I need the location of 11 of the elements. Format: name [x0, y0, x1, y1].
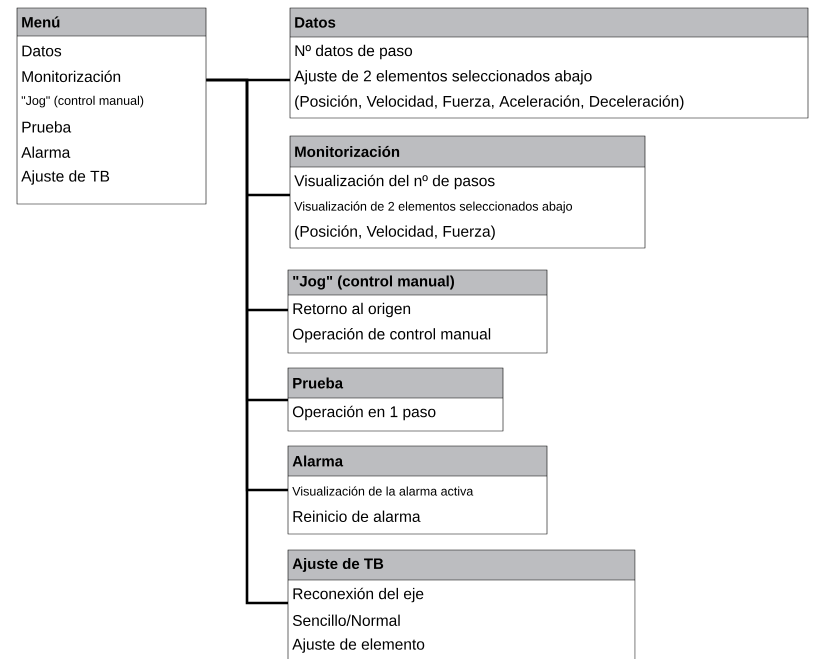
menu-box: Prueba Operación en 1 paso	[288, 368, 504, 432]
node-label: Ajuste de elemento	[292, 638, 424, 653]
node-label: Sencillo/Normal	[292, 614, 400, 626]
menu-box: Datos Nº datos de paso Ajuste de 2 elementos seleccionados abajo (Posición, Velocidad, Fuerza, Aceleración, Deceleración)	[290, 8, 808, 118]
menu-box: Alarma Visualización de la alarma activa Reinicio de alarma	[288, 446, 548, 534]
connector-line	[206, 78, 288, 604]
node-label: Reconexión del eje	[293, 588, 424, 602]
menu-box: Ajuste de TB Reconexión del eje Sencillo/Normal Ajuste de elemento	[288, 550, 636, 659]
menu-box: Menú Datos Monitorización "Jog" (control manual) Prueba Alarma Ajuste de TB	[16, 8, 206, 204]
menu-box: Monitorización Visualización del nº de pasos Visualización de 2 elementos seleccionados abajo (Posición, Velocidad, Fuerza)	[290, 136, 646, 248]
menu-box: "Jog" (control manual) Retorno al origen Operación de control manual	[288, 270, 548, 354]
